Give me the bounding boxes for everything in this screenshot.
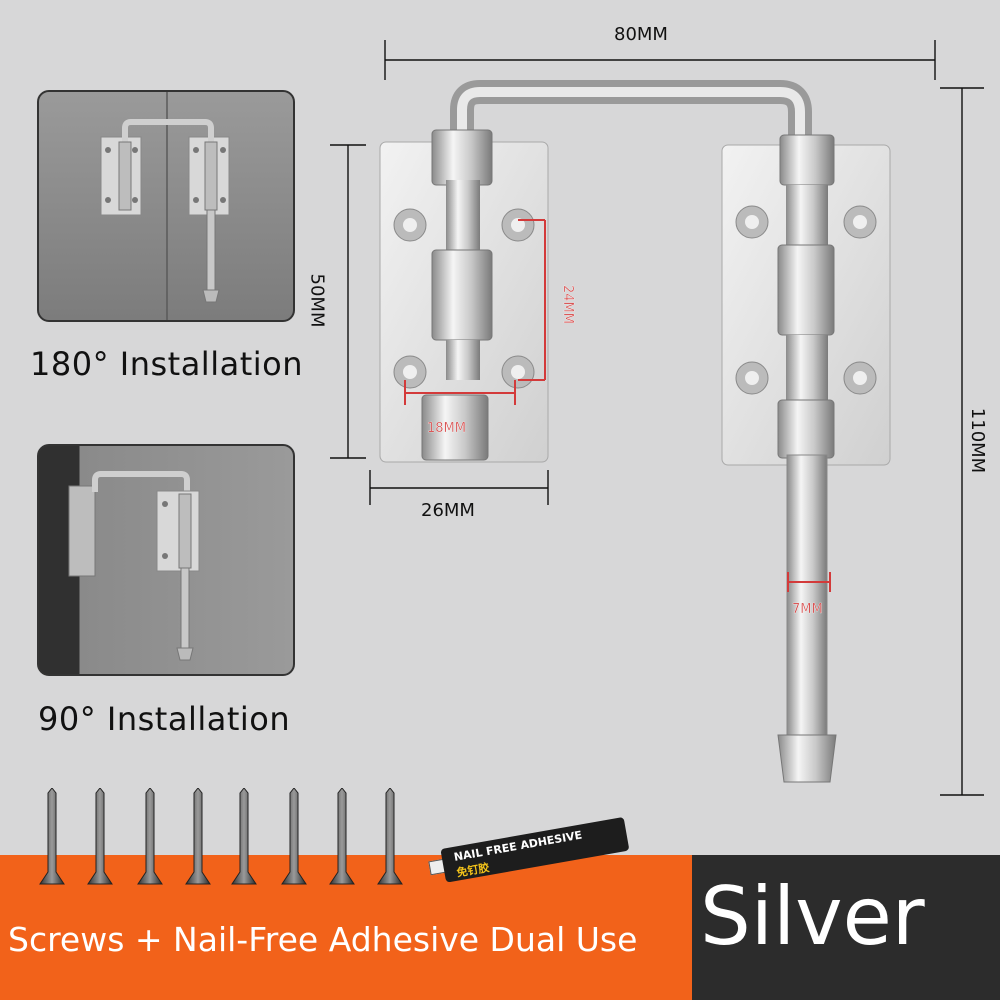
screw-icon bbox=[281, 788, 307, 885]
accessories-text: Screws + Nail-Free Adhesive Dual Use bbox=[8, 920, 638, 959]
hasp-latch-illustration bbox=[330, 40, 984, 796]
dimension-7mm: 7MM bbox=[792, 602, 823, 617]
screw-icon bbox=[231, 788, 257, 885]
dimension-26mm: 26MM bbox=[421, 500, 475, 521]
installation-180-label: 180° Installation bbox=[30, 345, 303, 383]
dimension-18mm: 18MM bbox=[427, 421, 466, 436]
color-banner bbox=[692, 855, 1000, 1000]
screws-row bbox=[39, 788, 403, 885]
dimension-80mm: 80MM bbox=[614, 24, 668, 45]
installation-90-label: 90° Installation bbox=[38, 700, 291, 738]
screw-icon bbox=[185, 788, 211, 885]
screw-icon bbox=[39, 788, 65, 885]
screw-icon bbox=[377, 788, 403, 885]
color-name: Silver bbox=[700, 870, 925, 963]
screw-icon bbox=[329, 788, 355, 885]
installation-90-photo bbox=[37, 444, 295, 676]
dimension-50mm: 50MM bbox=[306, 273, 328, 328]
installation-180-photo bbox=[37, 90, 295, 322]
screw-icon bbox=[137, 788, 163, 885]
screw-icon bbox=[87, 788, 113, 885]
dimension-110mm: 110MM bbox=[967, 407, 989, 474]
dimension-24mm: 24MM bbox=[559, 285, 575, 324]
